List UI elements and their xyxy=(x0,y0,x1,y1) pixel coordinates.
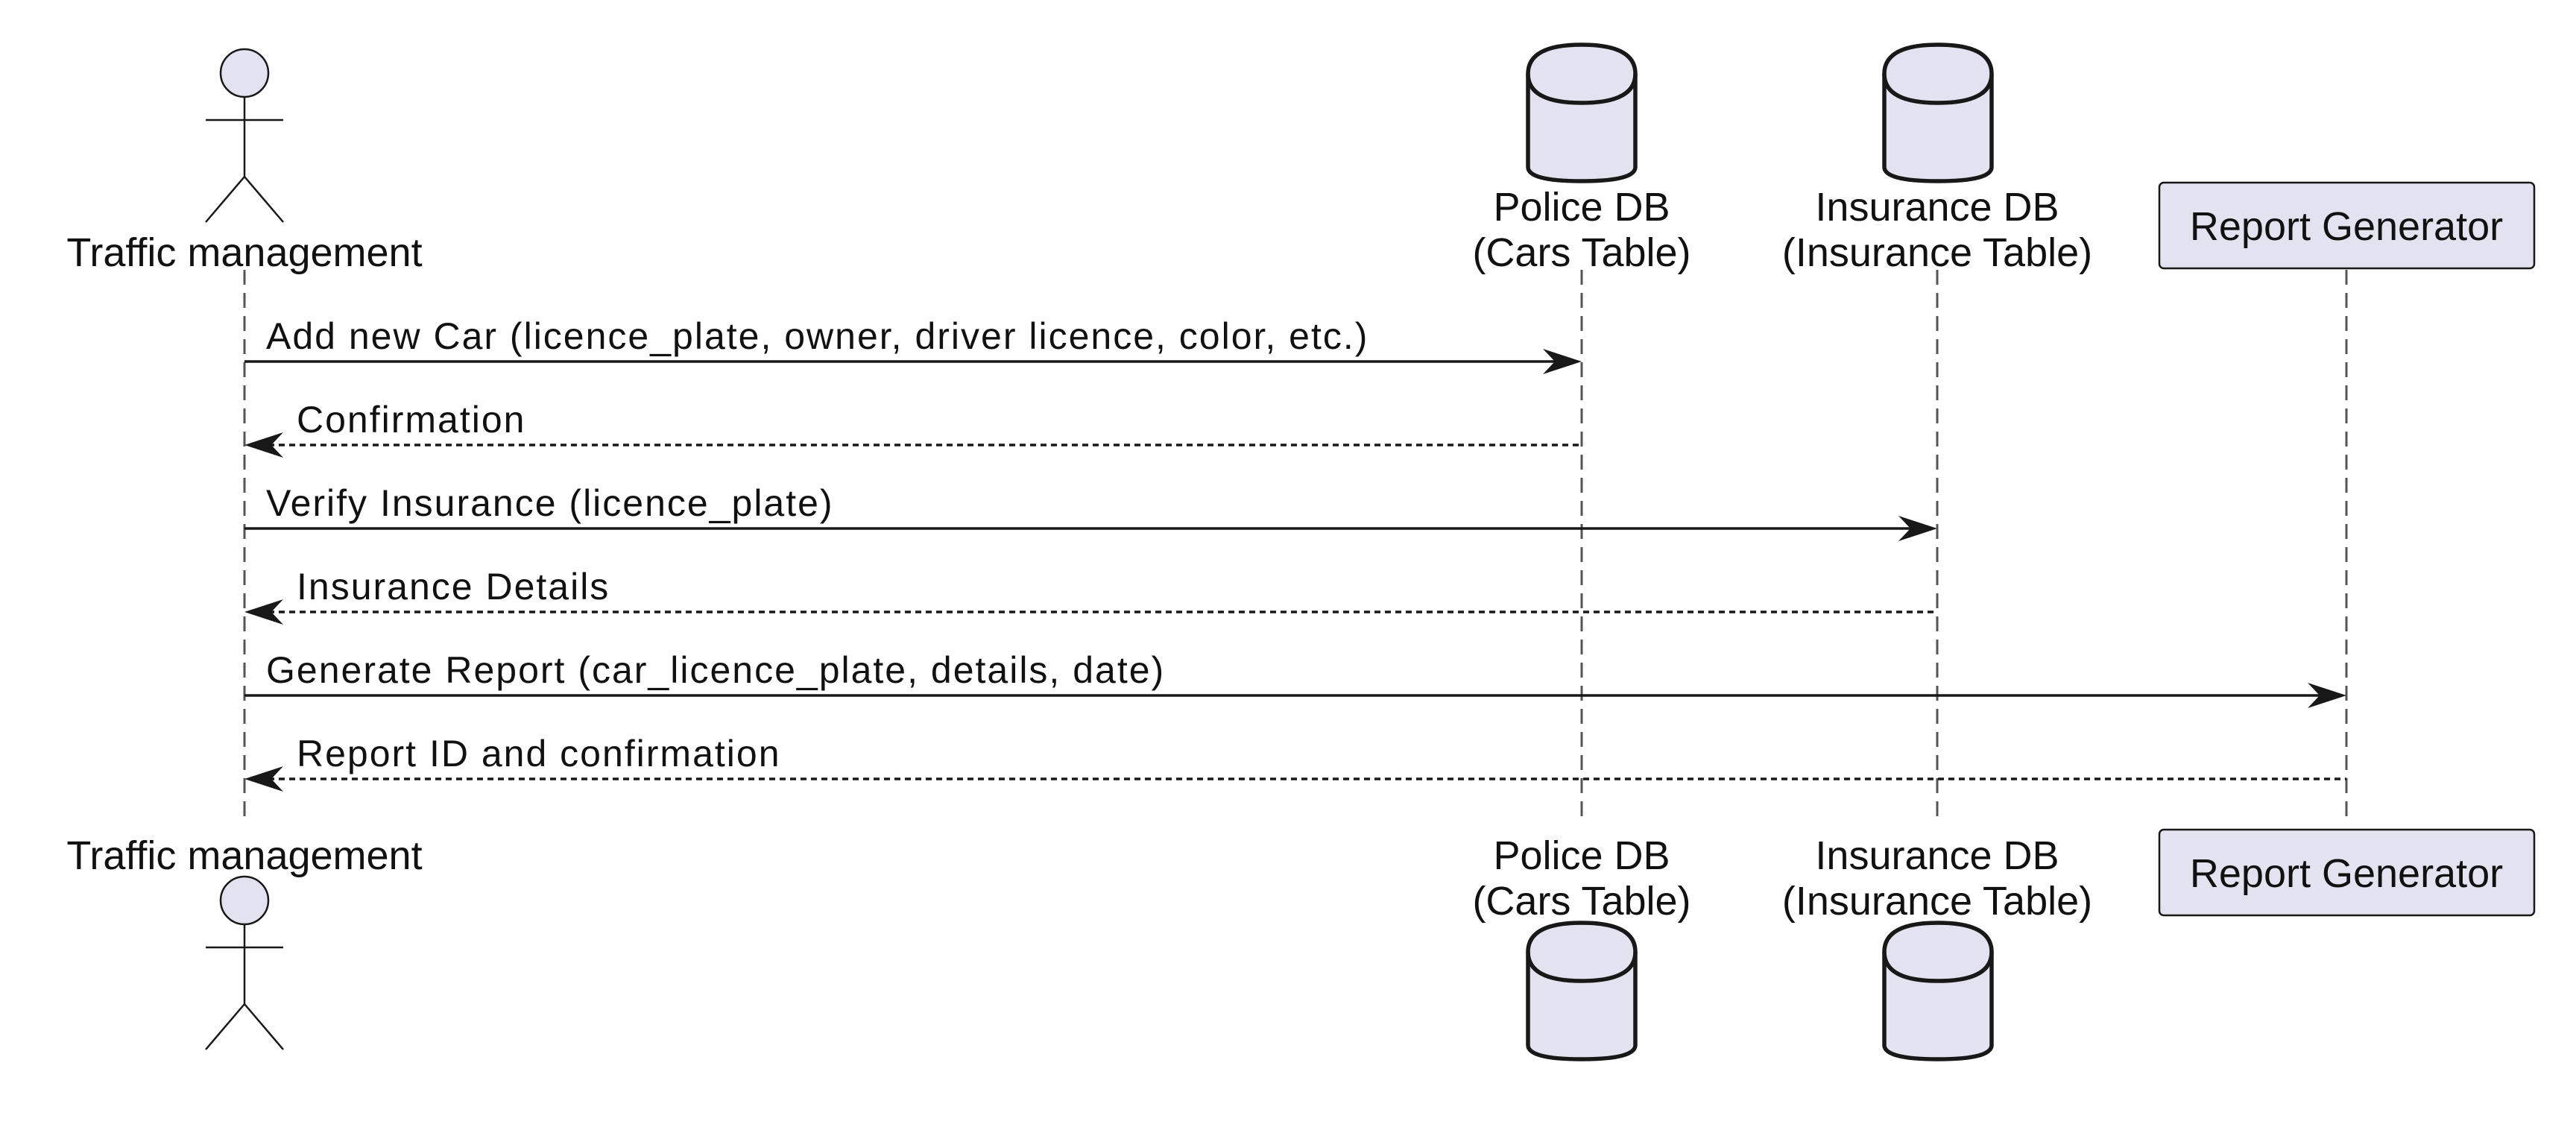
actor-right-leg xyxy=(244,1003,284,1050)
actor-traffic-management-bottom: Traffic management xyxy=(66,833,423,1050)
arrowhead-icon xyxy=(1543,349,1582,374)
participant-sublabel-insurance-db: (Insurance Table) xyxy=(1782,230,2092,275)
database-police-db-bottom: Police DB (Cars Table) xyxy=(1472,833,1691,1061)
message-4: Insurance Details xyxy=(244,566,1937,625)
participant-sublabel-insurance-db: (Insurance Table) xyxy=(1782,879,2092,924)
database-rim xyxy=(1526,951,1638,983)
database-rim xyxy=(1882,951,1994,983)
arrowhead-icon xyxy=(1898,516,1937,541)
message-label: Insurance Details xyxy=(297,566,610,607)
participant-label-police-db: Police DB xyxy=(1493,833,1670,878)
database-police-db-top: Police DB (Cars Table) xyxy=(1472,42,1691,275)
arrowhead-icon xyxy=(244,599,283,625)
message-label: Add new Car (licence_plate, owner, drive… xyxy=(266,315,1368,357)
message-5: Generate Report (car_licence_plate, deta… xyxy=(244,649,2346,708)
message-label: Generate Report (car_licence_plate, deta… xyxy=(266,649,1165,691)
participant-report-generator-bottom: Report Generator xyxy=(2158,828,2536,917)
participant-label-insurance-db: Insurance DB xyxy=(1815,833,2059,878)
database-rim xyxy=(1526,73,1638,105)
participant-sublabel-police-db: (Cars Table) xyxy=(1472,879,1690,924)
participant-label-police-db: Police DB xyxy=(1493,185,1670,230)
participant-box xyxy=(2158,828,2536,917)
message-label: Report ID and confirmation xyxy=(297,733,781,774)
participant-label-report-generator: Report Generator xyxy=(2190,851,2503,896)
participant-label-traffic-management: Traffic management xyxy=(66,833,422,878)
database-icon xyxy=(1526,921,1638,1061)
message-6: Report ID and confirmation xyxy=(244,733,2346,792)
participant-label-insurance-db: Insurance DB xyxy=(1815,185,2059,230)
arrowhead-icon xyxy=(244,432,283,458)
participant-box xyxy=(2158,181,2536,270)
database-insurance-db-top: Insurance DB (Insurance Table) xyxy=(1782,42,2092,275)
message-1: Add new Car (licence_plate, owner, drive… xyxy=(244,315,1582,374)
participant-sublabel-police-db: (Cars Table) xyxy=(1472,230,1690,275)
actor-head-icon xyxy=(219,875,270,926)
database-rim xyxy=(1882,73,1994,105)
arrowhead-icon xyxy=(2308,683,2346,708)
actor-left-leg xyxy=(205,176,245,223)
participant-report-generator-top: Report Generator xyxy=(2158,181,2536,270)
actor-right-leg xyxy=(244,176,284,223)
database-icon xyxy=(1526,42,1638,183)
actor-head-icon xyxy=(219,48,270,98)
arrowhead-icon xyxy=(244,766,283,792)
participant-label-report-generator: Report Generator xyxy=(2190,204,2503,249)
participant-label-traffic-management: Traffic management xyxy=(66,230,422,275)
actor-traffic-management-top: Traffic management xyxy=(66,48,423,275)
database-icon xyxy=(1882,42,1994,183)
message-label: Verify Insurance (licence_plate) xyxy=(266,482,834,524)
message-3: Verify Insurance (licence_plate) xyxy=(244,482,1937,541)
database-insurance-db-bottom: Insurance DB (Insurance Table) xyxy=(1782,833,2092,1061)
database-icon xyxy=(1882,921,1994,1061)
message-2: Confirmation xyxy=(244,399,1582,458)
message-label: Confirmation xyxy=(297,399,525,441)
actor-left-leg xyxy=(205,1003,245,1050)
